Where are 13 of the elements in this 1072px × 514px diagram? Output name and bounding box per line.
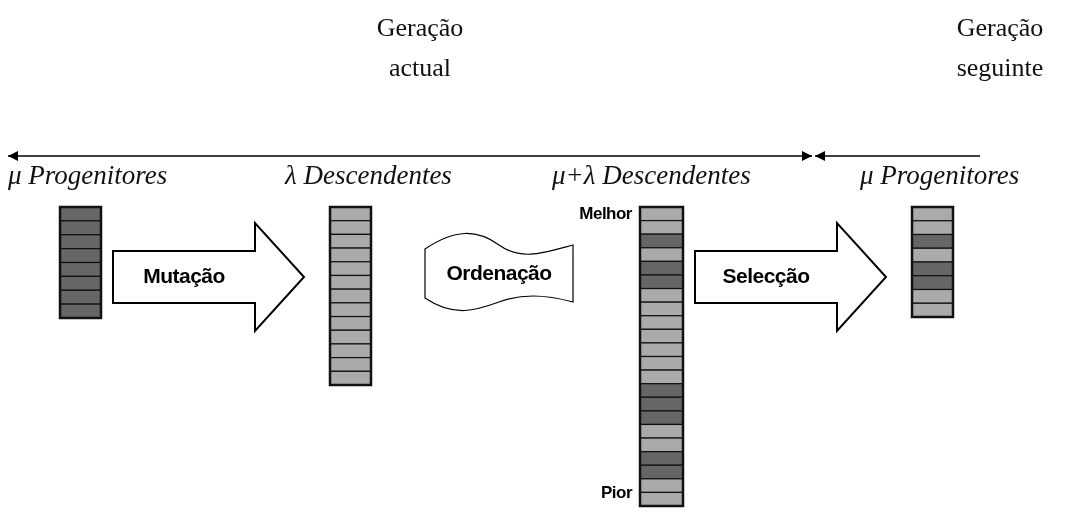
banner-text: Ordenação — [445, 260, 553, 285]
generation-label: Geração actual — [375, 12, 465, 84]
population-heading: μ Progenitores — [8, 161, 168, 191]
block-arrow — [694, 220, 888, 334]
edge-label: Mutação — [142, 264, 226, 288]
block-arrow — [112, 220, 306, 334]
rank-label: Pior — [599, 483, 632, 503]
population-heading: λ Descendentes — [285, 161, 452, 191]
generation-label: Geração seguinte — [955, 12, 1045, 84]
rank-label: Melhor — [578, 204, 632, 224]
population-heading: μ Progenitores — [860, 161, 1020, 191]
edge-label: Selecção — [721, 264, 811, 288]
population-heading: μ+λ Descendentes — [552, 161, 751, 191]
